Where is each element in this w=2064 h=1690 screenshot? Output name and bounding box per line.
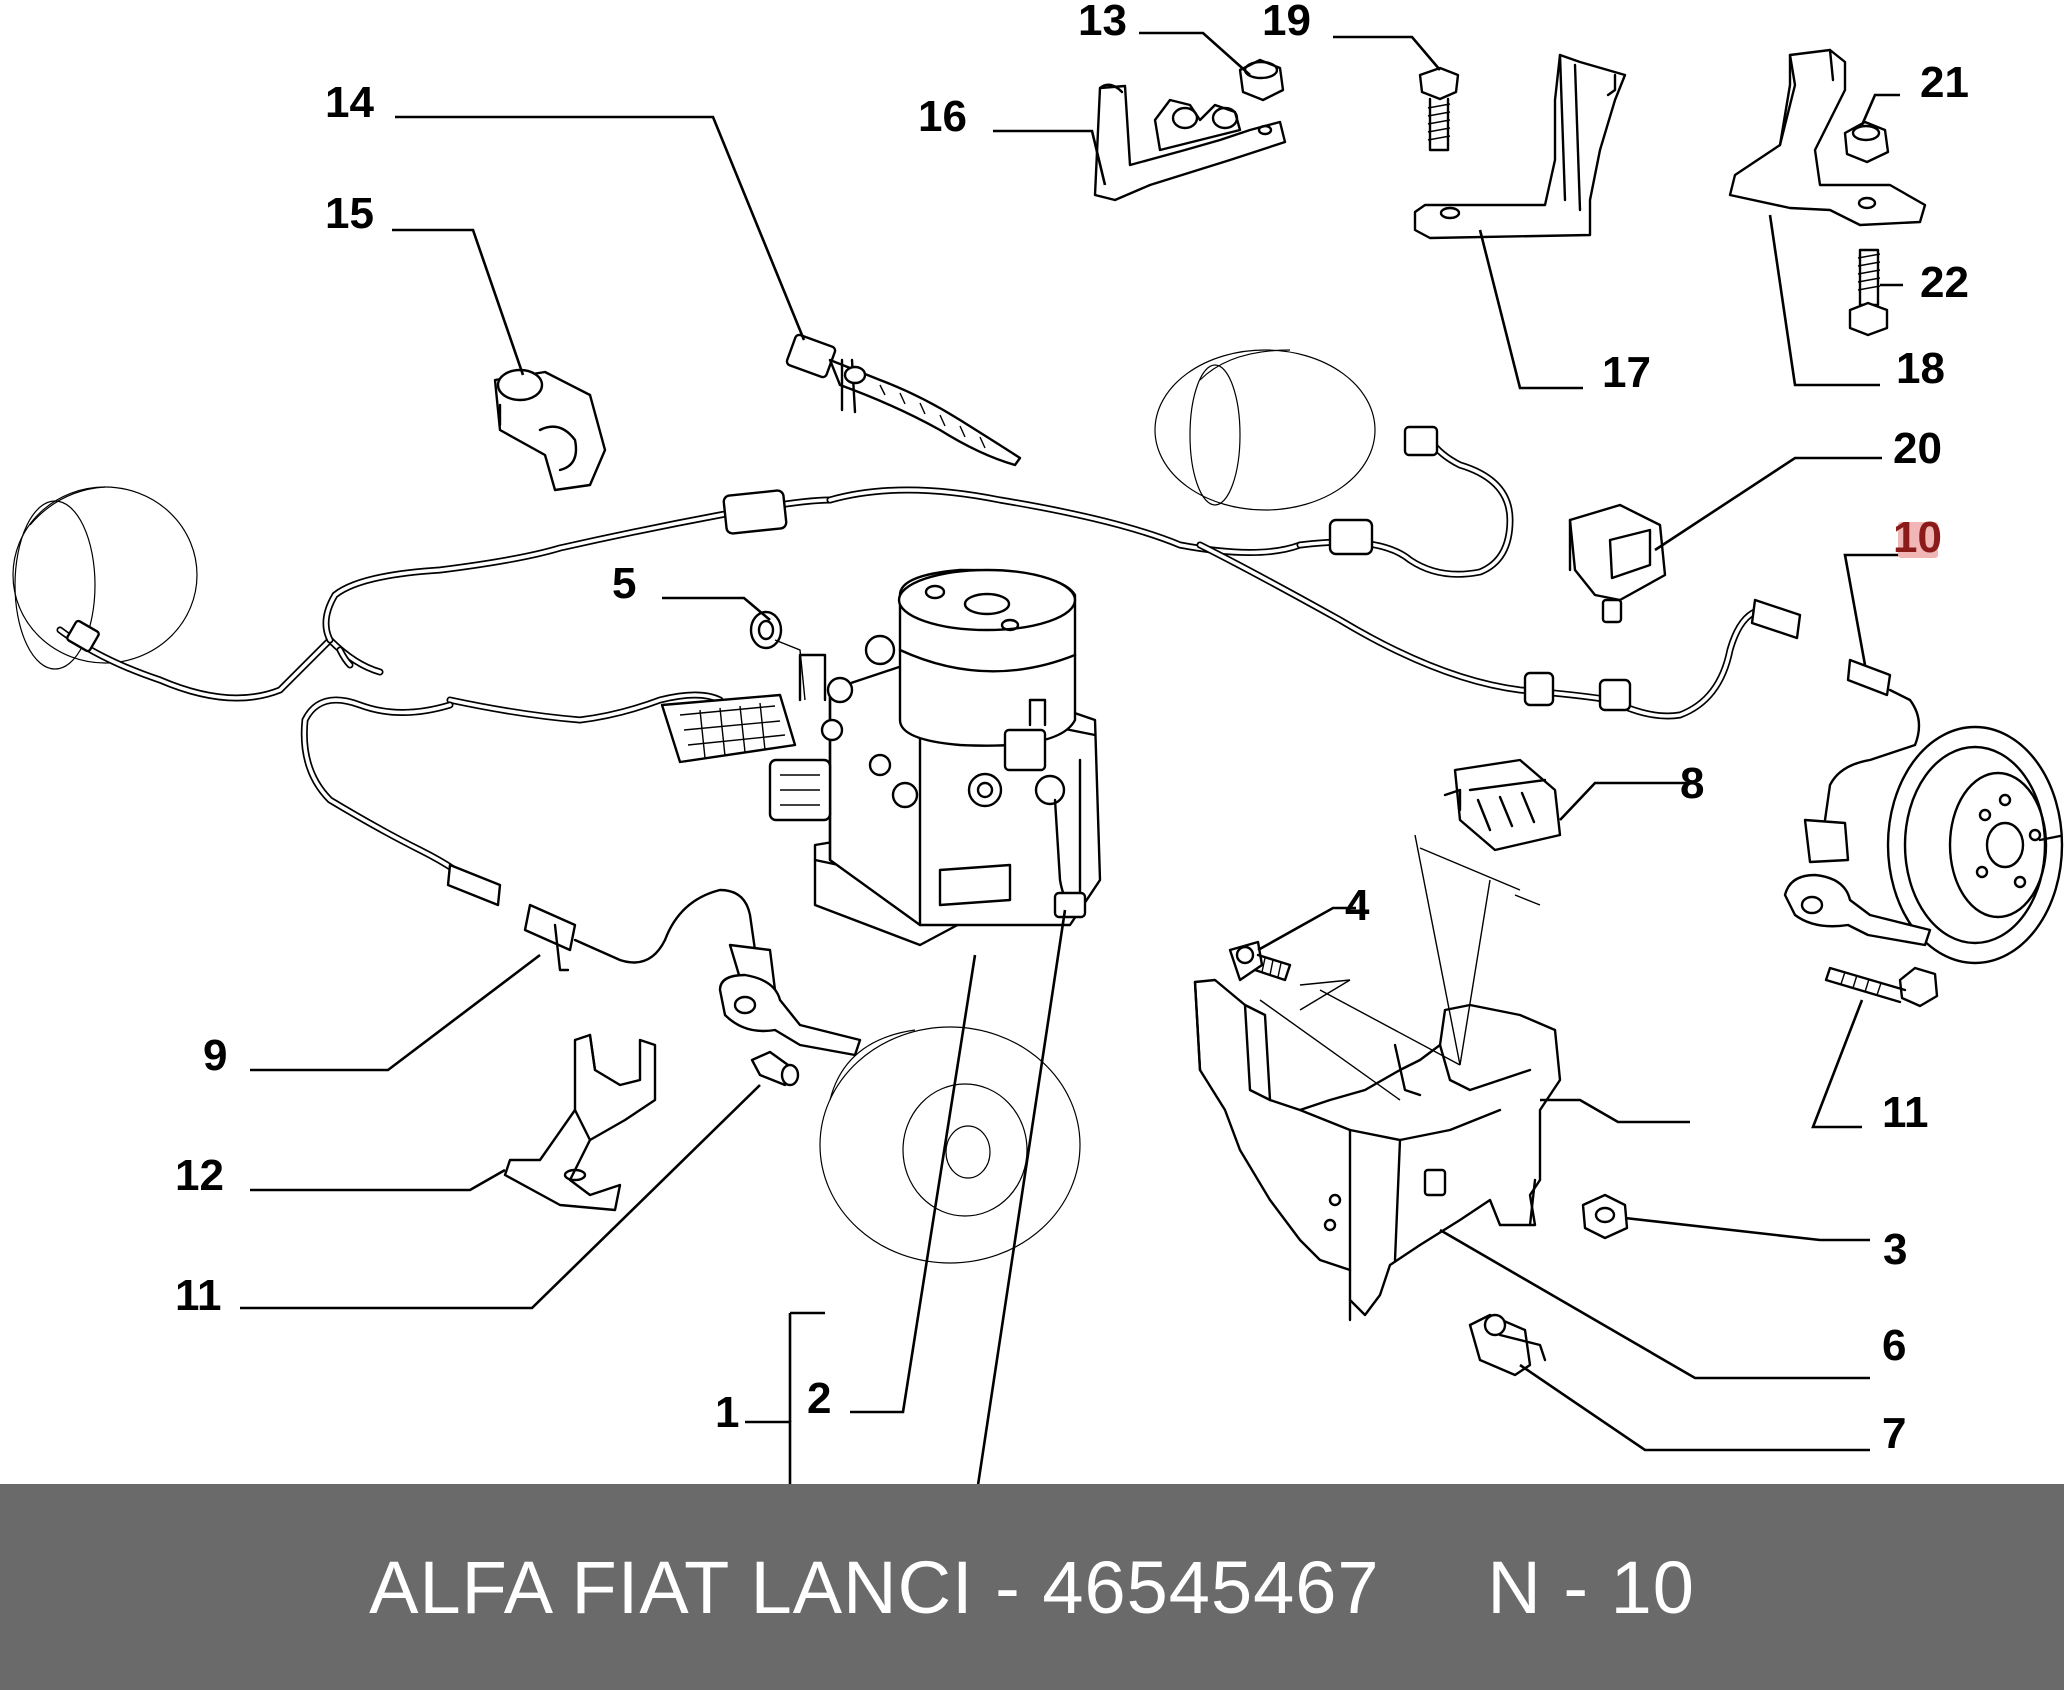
footer-part-reference: ALFA FIAT LANCI - 46545467 N - 10 (369, 1545, 1695, 1629)
ghost-brake-drum-upper (1154, 349, 1376, 511)
callout-19: 19 (1262, 0, 1311, 45)
part-22-bolt (1848, 248, 1889, 337)
callout-2: 2 (807, 1374, 831, 1423)
callout-3: 3 (1883, 1225, 1907, 1274)
part-19-bolt (1418, 66, 1460, 152)
abs-hydraulic-unit (768, 568, 1102, 947)
callout-18: 18 (1896, 344, 1945, 393)
part-14-sensor-strap (785, 333, 1022, 467)
part-5-nut (749, 610, 806, 701)
callout-numbers: 1 2 3 4 5 6 7 8 9 10 11 11 12 13 14 15 1… (175, 0, 1969, 1458)
part-16-bracket (1093, 83, 1287, 202)
part-12-bracket (503, 1033, 657, 1212)
leader-lines (240, 31, 1912, 1484)
part-9-wheel-sensor (446, 863, 862, 1057)
callout-14: 14 (325, 78, 374, 127)
callout-11-right: 11 (1882, 1088, 1929, 1137)
callout-21: 21 (1920, 58, 1969, 107)
part-18-bracket (1728, 48, 1927, 227)
ghost-brake-drum-left (12, 486, 198, 670)
wiring-harness (56, 425, 1764, 874)
callout-10: 10 (1893, 513, 1942, 562)
callout-8: 8 (1680, 759, 1704, 808)
callout-13: 13 (1078, 0, 1127, 45)
part-4-stud (1228, 940, 1292, 982)
callout-16: 16 (918, 92, 967, 141)
parts-diagram: 1 2 3 4 5 6 7 8 9 10 11 11 12 13 14 15 1… (12, 0, 2064, 1484)
footer-bar: ALFA FIAT LANCI - 46545467 N - 10 (0, 1484, 2064, 1690)
part-6-bracket (1193, 978, 1562, 1322)
part-20-clip (1568, 503, 1667, 624)
part-11-screw-left (750, 1050, 800, 1087)
part-13-nut (1238, 58, 1285, 102)
part-3-nut (1581, 1193, 1629, 1240)
ghost-brake-disc-center (819, 1026, 1081, 1264)
callout-20: 20 (1893, 424, 1942, 473)
callout-11-left: 11 (175, 1271, 222, 1320)
part-15-clamp (493, 368, 607, 492)
part-8-connector (1443, 758, 1562, 852)
callout-22: 22 (1920, 258, 1969, 307)
callout-15: 15 (325, 189, 374, 238)
part-11-bolt-right (1824, 966, 1939, 1008)
part-17-bracket (1413, 53, 1627, 240)
part-7-clip (1468, 1313, 1547, 1377)
callout-1: 1 (715, 1388, 739, 1437)
callout-6: 6 (1882, 1321, 1906, 1370)
highlight-marker (1898, 522, 1938, 558)
callout-17: 17 (1602, 348, 1651, 397)
callout-4: 4 (1345, 881, 1370, 930)
part-21-nut (1843, 120, 1890, 164)
callout-9: 9 (203, 1031, 227, 1080)
callout-12: 12 (175, 1151, 224, 1200)
part-10-wheel-sensor (1750, 598, 1932, 947)
callout-5: 5 (612, 559, 636, 608)
harness-connector-block (660, 693, 797, 764)
rear-brake-drum (1886, 725, 2064, 965)
callout-7: 7 (1882, 1409, 1906, 1458)
